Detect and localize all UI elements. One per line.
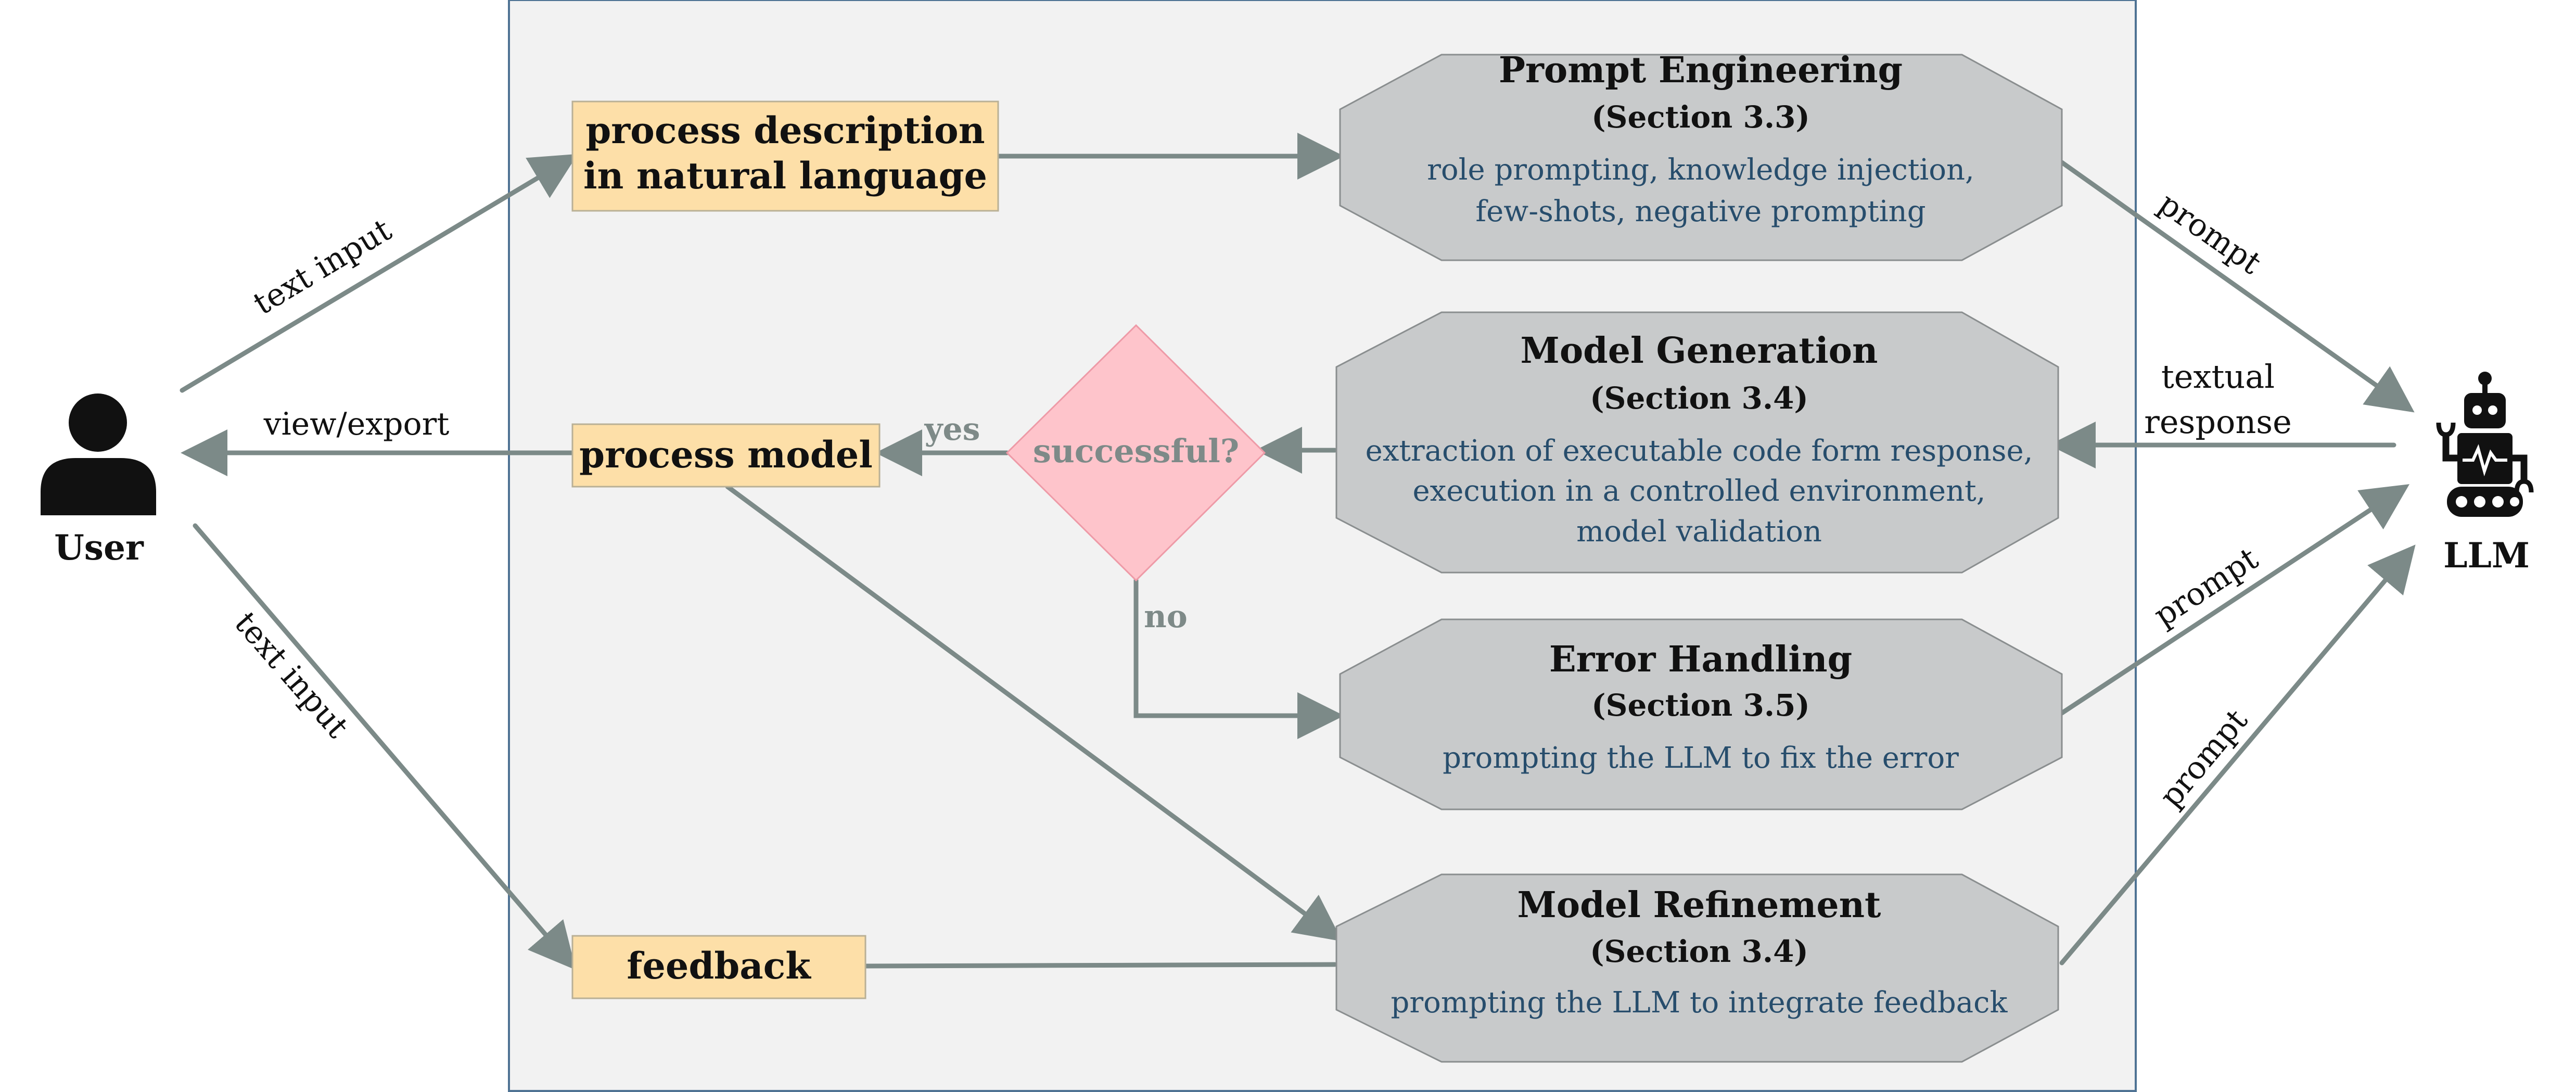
llm-label: LLM bbox=[2443, 535, 2530, 576]
feedback-label: feedback bbox=[627, 944, 811, 987]
edge-error-handling-to-llm bbox=[2059, 484, 2410, 716]
decision-successful: successful? bbox=[1005, 324, 1266, 582]
edges bbox=[180, 133, 2416, 970]
step-model-generation: Model Generation (Section 3.4) extractio… bbox=[1335, 311, 2059, 574]
robot-icon bbox=[2436, 372, 2534, 517]
model-refinement-title: Model Refinement bbox=[1517, 884, 1882, 926]
artifact-process-description: process description in natural language bbox=[571, 100, 999, 212]
model-generation-section: (Section 3.4) bbox=[1590, 380, 1808, 416]
artifact-process-model: process model bbox=[571, 423, 881, 488]
label-response: response bbox=[2144, 403, 2292, 441]
decision-yes-label: yes bbox=[924, 411, 980, 448]
artifact-feedback: feedback bbox=[571, 935, 866, 999]
edge-user-to-description bbox=[180, 154, 578, 393]
person-icon bbox=[41, 393, 156, 515]
prompt-engineering-desc-2: few-shots, negative prompting bbox=[1475, 195, 1925, 228]
model-generation-desc-3: model validation bbox=[1576, 515, 1822, 549]
user-actor: User bbox=[41, 393, 156, 568]
decision-label: successful? bbox=[1033, 432, 1239, 470]
edge-prompt-engineering-to-llm bbox=[2059, 160, 2415, 413]
prompt-engineering-title: Prompt Engineering bbox=[1499, 49, 1903, 91]
label-view-export: view/export bbox=[263, 406, 450, 442]
step-model-refinement: Model Refinement (Section 3.4) prompting… bbox=[1335, 873, 2059, 1063]
process-model-label: process model bbox=[579, 433, 873, 476]
model-refinement-desc-1: prompting the LLM to integrate feedback bbox=[1391, 986, 2008, 1020]
error-handling-title: Error Handling bbox=[1549, 639, 1852, 680]
process-description-line2: in natural language bbox=[583, 154, 987, 197]
model-refinement-section: (Section 3.4) bbox=[1590, 934, 1808, 969]
step-prompt-engineering: Prompt Engineering (Section 3.3) role pr… bbox=[1339, 49, 2063, 261]
label-user-feedback-text-input: text input bbox=[227, 605, 356, 745]
model-generation-desc-1: extraction of executable code form respo… bbox=[1366, 434, 2033, 468]
edge-user-to-feedback bbox=[193, 523, 576, 970]
prompt-engineering-section: (Section 3.3) bbox=[1591, 99, 1810, 135]
error-handling-section: (Section 3.5) bbox=[1591, 688, 1810, 723]
process-description-line1: process description bbox=[585, 109, 985, 152]
edge-decision-to-error-handling bbox=[1133, 578, 1344, 739]
edge-process-model-to-refinement bbox=[725, 484, 1343, 942]
label-textual: textual bbox=[2161, 358, 2275, 396]
step-error-handling: Error Handling (Section 3.5) prompting t… bbox=[1339, 618, 2063, 810]
llm-actor: LLM bbox=[2436, 372, 2534, 576]
error-handling-desc-1: prompting the LLM to fix the error bbox=[1443, 741, 1959, 775]
model-generation-desc-2: execution in a controlled environment, bbox=[1413, 474, 1986, 508]
prompt-engineering-desc-1: role prompting, knowledge injection, bbox=[1427, 153, 1974, 187]
edge-feedback-to-refinement bbox=[863, 962, 1337, 969]
user-label: User bbox=[54, 527, 144, 568]
decision-no-label: no bbox=[1144, 599, 1188, 635]
edge-refinement-to-llm bbox=[2059, 544, 2416, 966]
model-generation-title: Model Generation bbox=[1521, 330, 1878, 372]
